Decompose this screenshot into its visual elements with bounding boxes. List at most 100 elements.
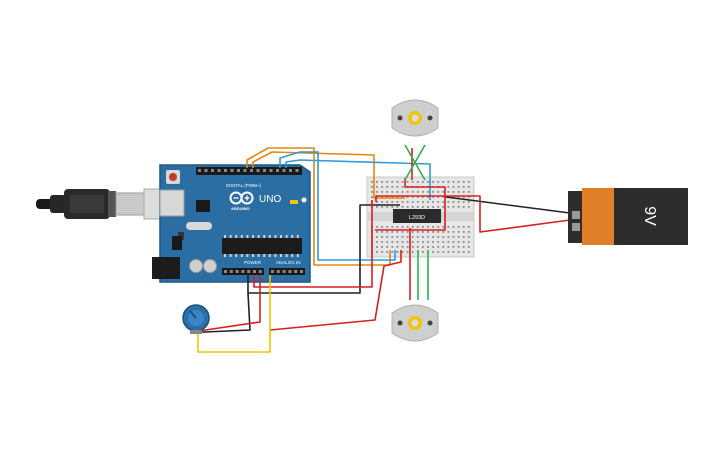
battery-positive-wire bbox=[375, 195, 571, 233]
breadboard-hole bbox=[457, 241, 460, 243]
breadboard-hole bbox=[386, 186, 389, 188]
breadboard-hole bbox=[391, 241, 394, 243]
dc-motor-icon[interactable] bbox=[391, 304, 439, 342]
breadboard-hole bbox=[416, 241, 419, 243]
breadboard-hole bbox=[396, 241, 399, 243]
breadboard-hole bbox=[386, 226, 389, 228]
ic-pin bbox=[235, 254, 238, 257]
crystal bbox=[186, 222, 212, 230]
breadboard-hole bbox=[376, 191, 378, 193]
breadboard-hole bbox=[406, 206, 409, 208]
breadboard-hole bbox=[467, 186, 470, 188]
ic-pin bbox=[280, 235, 282, 238]
breadboard-hole bbox=[427, 191, 429, 193]
breadboard-hole bbox=[396, 186, 399, 188]
breadboard-hole bbox=[422, 206, 424, 208]
digital-pin bbox=[243, 169, 247, 172]
analog-pin bbox=[288, 270, 292, 273]
breadboard-hole bbox=[452, 201, 455, 203]
breadboard-hole bbox=[401, 181, 404, 183]
analog-pin bbox=[294, 270, 298, 273]
l293d-chip[interactable]: L293D bbox=[393, 209, 441, 223]
breadboard-hole bbox=[467, 231, 470, 233]
breadboard-hole bbox=[396, 201, 399, 203]
breadboard-hole bbox=[386, 206, 389, 208]
ic-pin bbox=[280, 254, 282, 257]
breadboard-hole bbox=[386, 181, 389, 183]
chip-label: L293D bbox=[409, 215, 425, 221]
breadboard-hole bbox=[381, 186, 383, 188]
breadboard-hole bbox=[416, 231, 419, 233]
breadboard-hole bbox=[437, 226, 440, 228]
breadboard-hole bbox=[452, 181, 455, 183]
digital-pin bbox=[250, 169, 253, 172]
breadboard-hole bbox=[416, 226, 419, 228]
breadboard-hole bbox=[411, 191, 414, 193]
breadboard-hole bbox=[406, 226, 409, 228]
breadboard-hole bbox=[447, 226, 450, 228]
breadboard-hole bbox=[447, 231, 450, 233]
breadboard-hole bbox=[452, 206, 455, 208]
breadboard-hole bbox=[396, 231, 399, 233]
breadboard-hole bbox=[411, 241, 414, 243]
breadboard-hole bbox=[411, 246, 414, 248]
ic-pin bbox=[268, 254, 271, 257]
breadboard-hole bbox=[422, 236, 424, 238]
breadboard-hole bbox=[391, 236, 394, 238]
breadboard-hole bbox=[376, 241, 378, 243]
ic-pin bbox=[252, 254, 254, 257]
breadboard-hole bbox=[406, 251, 409, 253]
breadboard-hole bbox=[447, 246, 450, 248]
breadboard-hole bbox=[381, 191, 383, 193]
breadboard-hole bbox=[406, 241, 409, 243]
breadboard-hole bbox=[462, 226, 465, 228]
breadboard-hole bbox=[416, 236, 419, 238]
breadboard-hole bbox=[386, 236, 389, 238]
breadboard-hole bbox=[447, 191, 450, 193]
breadboard-hole bbox=[406, 191, 409, 193]
breadboard-hole bbox=[381, 231, 383, 233]
analog-label: ANALOG IN bbox=[276, 260, 301, 265]
battery-label: 9V bbox=[641, 206, 658, 226]
breadboard-hole bbox=[391, 191, 394, 193]
breadboard-hole bbox=[391, 251, 394, 253]
arduino-uno-board[interactable]: DIGITAL (PWM~) UNO ARDUINO POWER ANALOG … bbox=[152, 164, 311, 283]
power-pin bbox=[258, 270, 262, 273]
breadboard-hole bbox=[457, 246, 460, 248]
usb-chip bbox=[196, 200, 210, 212]
breadboard-hole bbox=[391, 196, 394, 198]
breadboard-hole bbox=[396, 206, 399, 208]
ic-pin bbox=[296, 235, 299, 238]
breadboard-hole bbox=[411, 181, 414, 183]
breadboard-hole bbox=[376, 236, 378, 238]
ic-pin bbox=[224, 254, 226, 257]
breadboard-hole bbox=[376, 231, 378, 233]
breadboard-hole bbox=[432, 231, 434, 233]
ic-pin bbox=[252, 235, 254, 238]
ic-pin bbox=[285, 235, 288, 238]
breadboard-hole bbox=[462, 236, 465, 238]
digital-label: DIGITAL (PWM~) bbox=[226, 183, 261, 188]
breadboard-hole bbox=[396, 181, 399, 183]
breadboard-hole bbox=[411, 226, 414, 228]
dc-motor-icon[interactable] bbox=[391, 99, 439, 137]
breadboard-hole bbox=[447, 206, 450, 208]
usb-socket bbox=[159, 189, 185, 217]
power-pin bbox=[229, 270, 233, 273]
battery-9v[interactable]: 9V bbox=[568, 188, 688, 245]
breadboard-hole bbox=[391, 206, 394, 208]
breadboard-hole bbox=[467, 236, 470, 238]
breadboard-hole bbox=[442, 191, 445, 193]
potentiometer-icon[interactable] bbox=[182, 304, 210, 334]
ic-pin bbox=[240, 254, 243, 257]
breadboard-hole bbox=[427, 201, 429, 203]
breadboard-hole bbox=[437, 181, 440, 183]
breadboard-hole bbox=[462, 251, 465, 253]
breadboard-hole bbox=[386, 231, 389, 233]
breadboard-hole bbox=[376, 196, 378, 198]
ic-pin bbox=[274, 254, 277, 257]
breadboard-hole bbox=[432, 251, 434, 253]
ic-pin bbox=[285, 254, 288, 257]
analog-pin bbox=[282, 270, 286, 273]
black-wire-ground bbox=[247, 204, 400, 294]
